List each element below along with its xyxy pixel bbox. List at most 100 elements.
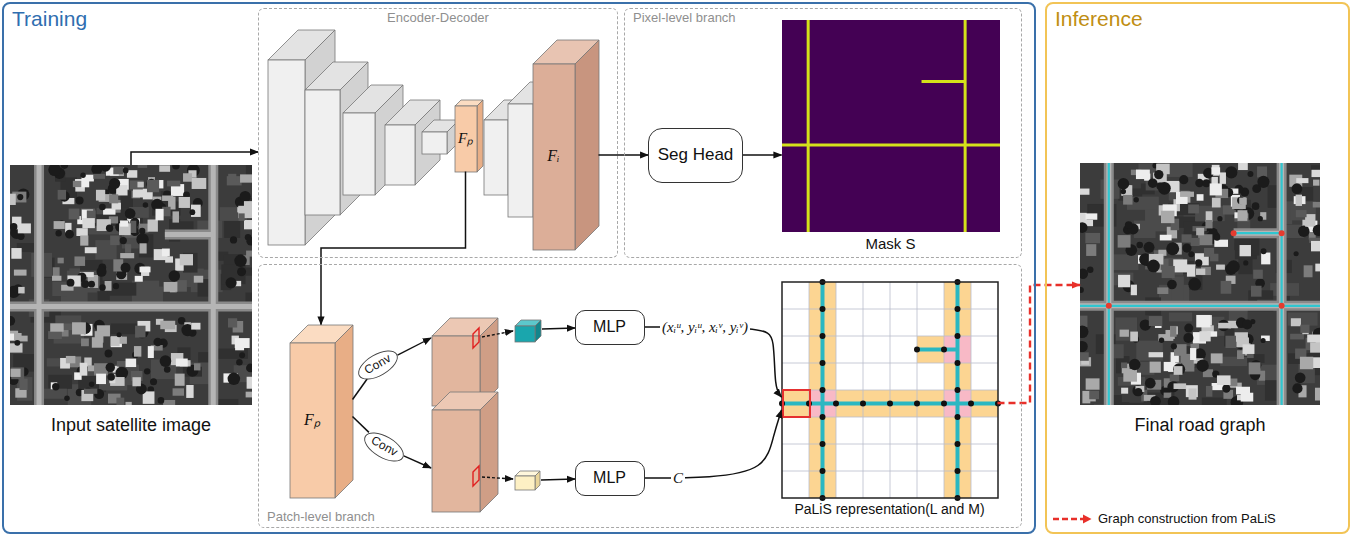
road [1234,231,1282,236]
house [1249,362,1261,374]
house [19,379,27,390]
tree [1196,359,1208,371]
house [135,276,143,282]
house [1086,244,1096,256]
house [1121,362,1127,368]
flow-arrow [743,154,782,156]
tree [1080,222,1088,233]
feature-map: Fₚ [455,100,483,172]
mask-picture [782,20,1000,232]
tree [88,281,95,288]
patch-marker [473,328,479,348]
house [147,180,159,192]
house [1174,366,1183,375]
house [1238,163,1248,170]
house [96,190,105,201]
endpoint-dot [820,468,826,474]
feature-map: Fᵢ [533,40,599,250]
edge-label: (xᵢᵘ, yᵢᵘ, xᵢᵛ, yᵢᵛ) [660,319,750,336]
tree [226,277,237,288]
tree [1184,324,1193,333]
house [54,221,65,229]
line-segment [782,402,998,406]
house [165,256,173,262]
graph-vertex [1279,230,1285,236]
house [1210,183,1222,195]
tree [228,373,241,386]
legend-entry: Graph construction from PaLiS [1052,512,1276,527]
tree [246,364,252,373]
house [1253,270,1263,279]
tree [172,165,180,169]
feature-map: Fₚ [290,325,353,498]
house [81,338,89,346]
legend-sample [1052,513,1092,525]
tree [1217,216,1222,221]
feature-label: Fₚ [458,130,473,147]
tree [1195,179,1203,187]
house [1080,316,1087,328]
module-title: Pixel-level branch [633,11,736,26]
tree [240,191,251,202]
house [1164,393,1172,398]
house [1180,192,1194,197]
block-side [477,100,483,172]
tree [121,263,131,273]
feature-block [432,392,498,512]
tree [123,168,129,174]
road-edge [34,165,44,405]
module-box: Pixel-level branchSeg HeadMask S [624,8,1022,258]
house [18,287,24,294]
house [126,359,137,367]
house [96,374,106,384]
house [1218,323,1231,329]
house [1121,388,1128,394]
grid-line [782,417,998,418]
house [120,253,134,258]
tree [1214,235,1220,241]
lawn-patch [48,375,72,389]
house [1162,266,1175,278]
house [1157,287,1168,294]
house [1080,352,1089,361]
house [239,213,245,220]
tree [1167,280,1177,290]
house [94,363,108,375]
house [11,369,21,377]
house [1211,177,1217,185]
house [175,374,185,386]
road-edge [1234,228,1282,238]
tree [91,165,102,175]
endpoint-dot [955,333,961,339]
grid-line [782,471,998,472]
endpoint-dot [820,360,826,366]
house [1240,245,1251,256]
grid-line [944,282,945,498]
tree [1156,183,1163,190]
road [165,232,213,237]
house [1191,238,1200,246]
patch-marker [473,466,479,486]
tree [158,397,165,404]
block-front [290,343,335,498]
house [1187,264,1195,276]
house [1170,374,1179,381]
graph-edge [1108,163,1110,405]
house [228,318,237,327]
tree [1136,242,1143,249]
house [72,322,86,334]
house [183,173,192,181]
house [1189,388,1197,399]
house [112,203,121,210]
road-graph-image: Final road graph [1080,163,1320,405]
tree [1261,338,1266,343]
panel-title: Training [12,7,87,31]
tree [1118,178,1130,190]
house [1225,336,1236,348]
tree [109,178,120,189]
endpoint-dot [941,347,947,353]
flow-arrow [321,172,466,325]
block-front [508,104,533,217]
